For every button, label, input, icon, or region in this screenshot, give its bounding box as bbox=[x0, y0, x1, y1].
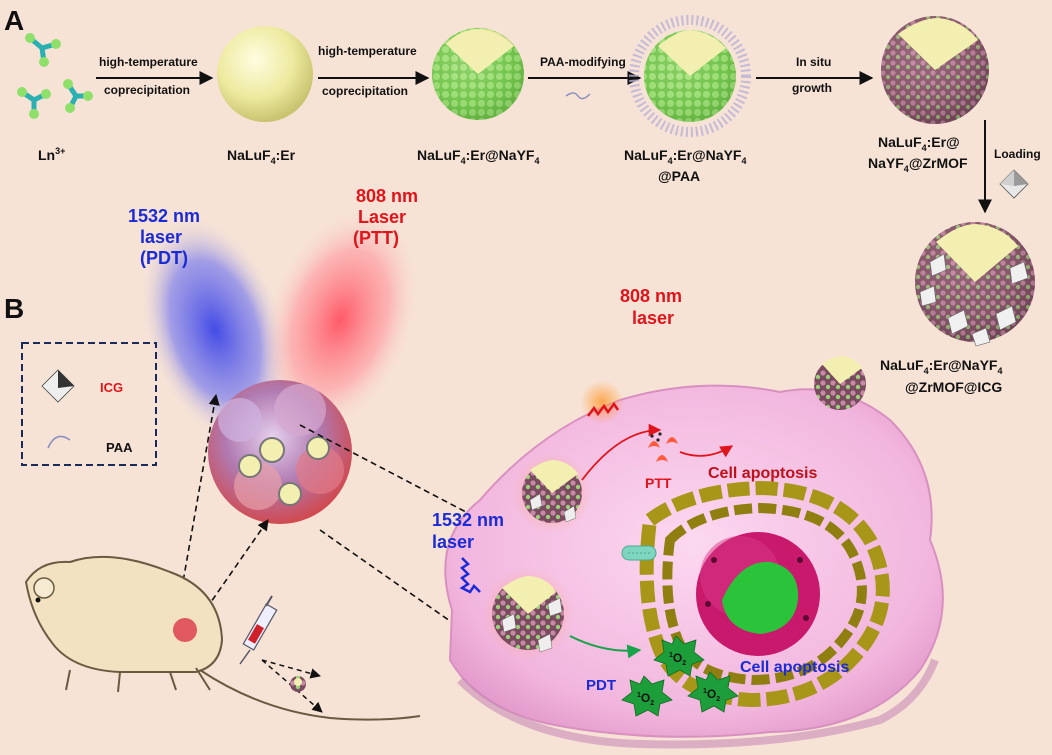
singlet-oxygen-star-2: 1O2 bbox=[621, 675, 673, 717]
cell-base-shadow bbox=[457, 658, 939, 749]
pdt-label: PDT bbox=[586, 677, 616, 694]
paa-label-line2: @PAA bbox=[658, 168, 700, 184]
step2-label-line1: high-temperature bbox=[318, 44, 417, 58]
ion-label: Ln3+ bbox=[38, 146, 65, 163]
laser-1532-label-line3: (PDT) bbox=[140, 248, 188, 268]
icg-loaded-label-line2: @ZrMOF@ICG bbox=[905, 379, 1002, 395]
laser-1532-label-line2: laser bbox=[140, 227, 182, 247]
apoptosis-bottom-label: Cell apoptosis bbox=[740, 659, 849, 676]
icg-loaded-nanoparticle-icon bbox=[915, 222, 1035, 347]
ptt-nanoparticle-icon bbox=[522, 460, 582, 523]
cell-laser-808-label-line1: 808 nm bbox=[620, 286, 682, 306]
legend-paa-icon bbox=[47, 435, 71, 449]
arrow-syringe-right bbox=[261, 659, 322, 679]
singlet-oxygen-star-3: 1O2 bbox=[687, 671, 739, 713]
syringe-icon bbox=[239, 595, 278, 665]
step5-label: Loading bbox=[994, 147, 1041, 161]
svg-text:1O2: 1O2 bbox=[669, 651, 686, 667]
svg-text:1O2: 1O2 bbox=[637, 691, 654, 707]
step2-label-line2: coprecipitation bbox=[322, 84, 408, 98]
laser-1532-wave-icon bbox=[459, 557, 481, 594]
step3-label: PAA-modifying bbox=[540, 55, 626, 69]
ptt-label: PTT bbox=[645, 475, 672, 491]
arrow-to-apoptosis-top bbox=[679, 445, 734, 458]
cell-laser-808-label-line2: laser bbox=[632, 308, 674, 328]
step1-label-line2: coprecipitation bbox=[104, 83, 190, 97]
pdt-nanoparticle-icon bbox=[492, 576, 564, 653]
zrmof-label-line1: NaLuF4:Er@ bbox=[878, 134, 960, 153]
core-nanoparticle-icon bbox=[217, 26, 313, 122]
icg-octahedron-icon bbox=[999, 169, 1029, 199]
arrow-to-singlet-oxygen bbox=[569, 635, 642, 659]
singlet-oxygen-star-1: 1O2 bbox=[653, 635, 705, 677]
step4-label-line2: growth bbox=[792, 81, 832, 95]
step1-label-line1: high-temperature bbox=[99, 55, 198, 69]
laser-808-label-line3: (PTT) bbox=[353, 228, 399, 248]
arrow-mouse-to-tumor-left bbox=[177, 393, 220, 611]
cell-laser-1532-label-line2: laser bbox=[432, 532, 474, 552]
apoptosis-top-label: Cell apoptosis bbox=[708, 465, 817, 482]
paa-chain-icon bbox=[565, 92, 591, 100]
mouse-icon bbox=[24, 555, 421, 721]
mitochondrion-icon bbox=[621, 545, 657, 561]
legend-icg-label: ICG bbox=[100, 380, 123, 395]
svg-text:1O2: 1O2 bbox=[703, 687, 720, 703]
external-nanoparticle-icon bbox=[814, 356, 866, 410]
step4-label-line1: In situ bbox=[796, 55, 831, 69]
laser-1532-label-line1: 1532 nm bbox=[128, 206, 200, 226]
nucleus-icon bbox=[696, 532, 820, 656]
cell-laser-1532-label-line1: 1532 nm bbox=[432, 510, 504, 530]
arrow-to-heat bbox=[581, 423, 662, 481]
icg-loaded-label-line1: NaLuF4:Er@NaYF4 bbox=[880, 357, 1002, 376]
laser-808-label-line2: Laser bbox=[358, 207, 406, 227]
legend-box bbox=[21, 342, 157, 466]
panel-b-label: B bbox=[4, 293, 24, 324]
zrmof-label-line2: NaYF4@ZrMOF bbox=[868, 155, 968, 174]
laser-808-label-line1: 808 nm bbox=[356, 186, 418, 206]
paa-modified-nanoparticle-icon bbox=[629, 15, 751, 137]
laser-808-glow bbox=[580, 380, 624, 424]
lanthanide-ion-cluster-icon bbox=[17, 33, 93, 119]
paa-label-line1: NaLuF4:Er@NaYF4 bbox=[624, 147, 746, 166]
zrmof-nanoparticle-icon bbox=[881, 16, 989, 124]
panel-a-label: A bbox=[4, 5, 24, 36]
laser-808-beam bbox=[258, 204, 422, 436]
laser-808-wave-icon bbox=[587, 401, 620, 417]
legend-paa-label: PAA bbox=[106, 440, 133, 455]
core-shell-label: NaLuF4:Er@NaYF4 bbox=[417, 147, 539, 166]
legend-icg-icon bbox=[41, 369, 75, 403]
injected-nanoparticle-icon bbox=[290, 676, 306, 692]
core-label: NaLuF4:Er bbox=[227, 147, 296, 166]
tumor-icon bbox=[208, 380, 352, 524]
core-shell-nanoparticle-icon bbox=[432, 28, 524, 120]
heat-flame-icon bbox=[648, 432, 678, 462]
